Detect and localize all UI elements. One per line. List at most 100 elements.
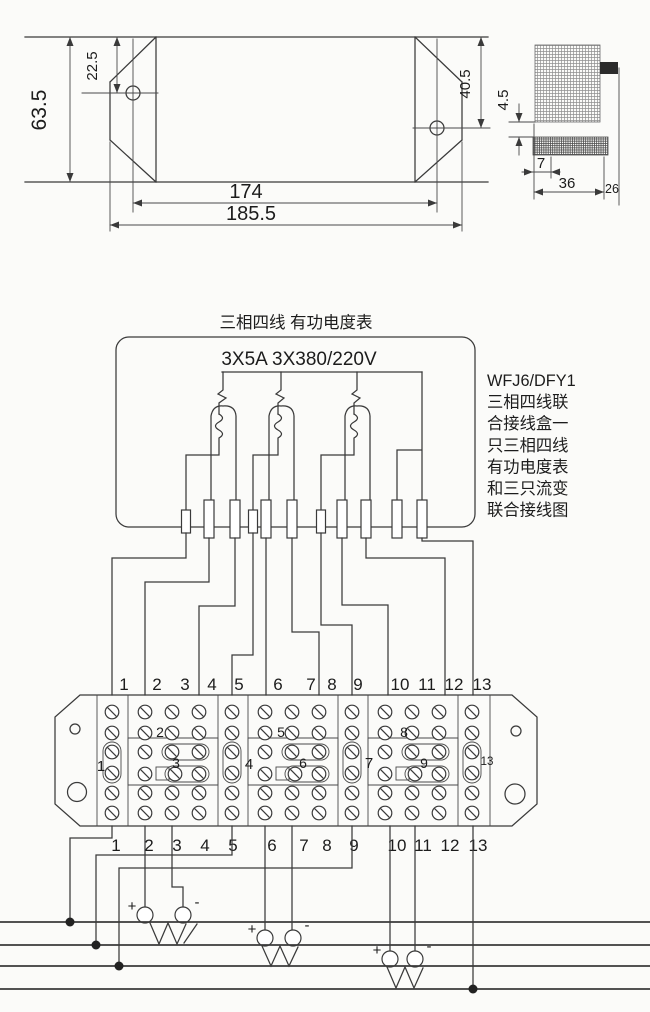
junction-box-outline (54, 694, 538, 827)
coil-3-feed-break (350, 371, 362, 415)
screw-col10-row3-slot (380, 788, 390, 798)
ct1-plus-terminal (136, 906, 154, 924)
note-line-4: 只三相四线 (487, 437, 568, 455)
h-link-plate-g1-upper (161, 743, 210, 761)
label-group-a-middle: 3 (172, 755, 180, 771)
ct2-minus-terminal (284, 929, 302, 947)
side-body-section (534, 44, 601, 123)
screw-g3-mid1c-slot (434, 747, 444, 757)
wire-ic-out-to-12 (365, 537, 446, 696)
meter-terminals (180, 499, 428, 539)
screw-col7-row1-slot (287, 707, 297, 717)
arrowhead-2 (66, 173, 74, 182)
vertical-link-plate-col13 (462, 741, 482, 784)
wire-5-to-phase-b (95, 825, 233, 946)
ct1-minus-sign: - (195, 894, 200, 911)
meter-current-terminal-5 (336, 499, 348, 539)
terminal-number-bottom-7: 7 (299, 836, 308, 855)
wire-ic-in-to-10 (341, 537, 389, 696)
meter-current-coils (185, 371, 371, 511)
screw-col4-row3-slot (194, 788, 204, 798)
tap-dot-phase-b (91, 940, 101, 950)
ct3-primary-hook (386, 965, 424, 990)
box-hole-left-large (66, 781, 88, 803)
meter-neutral-link (396, 371, 423, 501)
terminal-number-top-5: 5 (234, 675, 243, 694)
side-view: 4.5 7 36 26 (495, 44, 620, 206)
screw-col13-row1-slot (467, 707, 477, 717)
coil-1-feed-break (216, 371, 228, 415)
ct3-minus-terminal (406, 950, 424, 968)
screw-col2-row4-slot (140, 808, 150, 818)
terminal-number-bottom-1: 1 (111, 836, 120, 855)
wire-1-to-phase-a (69, 825, 113, 923)
note-line-6: 和三只流变 (487, 480, 568, 498)
screw-col1-row3-slot (107, 788, 117, 798)
meter-voltage-terminal-3 (315, 509, 327, 534)
screw-col2-row1-slot (140, 707, 150, 717)
terminal-number-top-12: 12 (445, 675, 464, 694)
box-hole-right-large (504, 783, 526, 805)
screw-col11-row3-slot (407, 788, 417, 798)
bus-lines (0, 917, 650, 994)
label-group-c-upper: 8 (400, 724, 408, 740)
wire-9-to-phase-c (118, 825, 353, 967)
box-hole-left-small (69, 723, 81, 735)
terminal-number-top-2: 2 (152, 675, 161, 694)
screw-col5-row2-slot (227, 728, 237, 738)
arrowhead-9 (110, 221, 119, 229)
screw-col4-row1-slot (194, 707, 204, 717)
centerlines (81, 38, 491, 232)
screw-col9-mid1-slot (347, 747, 357, 757)
label-neutral-link: 13 (481, 756, 494, 768)
screw-g2-mid2b-slot (290, 769, 300, 779)
terminal-number-top-6: 6 (273, 675, 282, 694)
screw-col1-row4-slot (107, 808, 117, 818)
arrowhead-7 (133, 199, 142, 207)
meter-current-terminal-8 (416, 499, 428, 539)
terminal-number-top-3: 3 (180, 675, 189, 694)
screw-col5-row4-slot (227, 808, 237, 818)
arrowhead-12 (515, 137, 523, 146)
screw-col8-row1-slot (314, 707, 324, 717)
screw-col8-row2-slot (314, 728, 324, 738)
wire-3-to-ct1-minus (171, 825, 184, 908)
terminal-number-bottom-11: 11 (414, 836, 432, 855)
wire-neutral-to-13 (421, 537, 474, 696)
screw-g1-mid1a-slot (140, 747, 150, 757)
arrowhead-1 (66, 37, 74, 46)
coil-1-voltage-tap (185, 413, 224, 511)
screw-col6-row4-slot (260, 808, 270, 818)
screw-g2-mid2a-slot (260, 769, 270, 779)
dim-height-label: 63.5 (28, 90, 51, 131)
screw-col7-row3-slot (287, 788, 297, 798)
plan-view: 63.5 22.5 40.5 174 185.5 (24, 36, 491, 232)
arrowhead-5 (477, 37, 485, 46)
screw-col1-row1-slot (107, 707, 117, 717)
screw-col7-row4-slot (287, 808, 297, 818)
side-cover-section (532, 136, 609, 156)
screw-g1-mid2c-slot (194, 769, 204, 779)
terminal-number-bottom-10: 10 (388, 836, 407, 855)
screw-col1-mid1-slot (107, 747, 117, 757)
arrowhead-13 (524, 168, 533, 176)
screw-col9-row2-slot (347, 728, 357, 738)
terminal-number-bottom-8: 8 (322, 836, 331, 855)
screw-col13-mid1-slot (467, 747, 477, 757)
screw-col9-mid2-slot (347, 768, 357, 778)
dim-hole-span-label: 174 (229, 181, 262, 203)
screw-col5-mid1-slot (227, 747, 237, 757)
dimension-arrowheads (66, 37, 604, 229)
label-phase-b-voltage-link: 4 (245, 756, 253, 773)
screw-col12-row3-slot (434, 788, 444, 798)
link-group-frames (127, 737, 459, 786)
screw-g3-mid2a-slot (380, 769, 390, 779)
coil-1-current-loop (210, 405, 237, 501)
wire-vb-to-5 (231, 532, 254, 696)
screw-g2-mid2c-slot (314, 769, 324, 779)
screw-col13-mid2-slot (467, 768, 477, 778)
dim-tab-label: 7 (537, 155, 545, 172)
h-link-plate-g2-upper (281, 743, 330, 761)
